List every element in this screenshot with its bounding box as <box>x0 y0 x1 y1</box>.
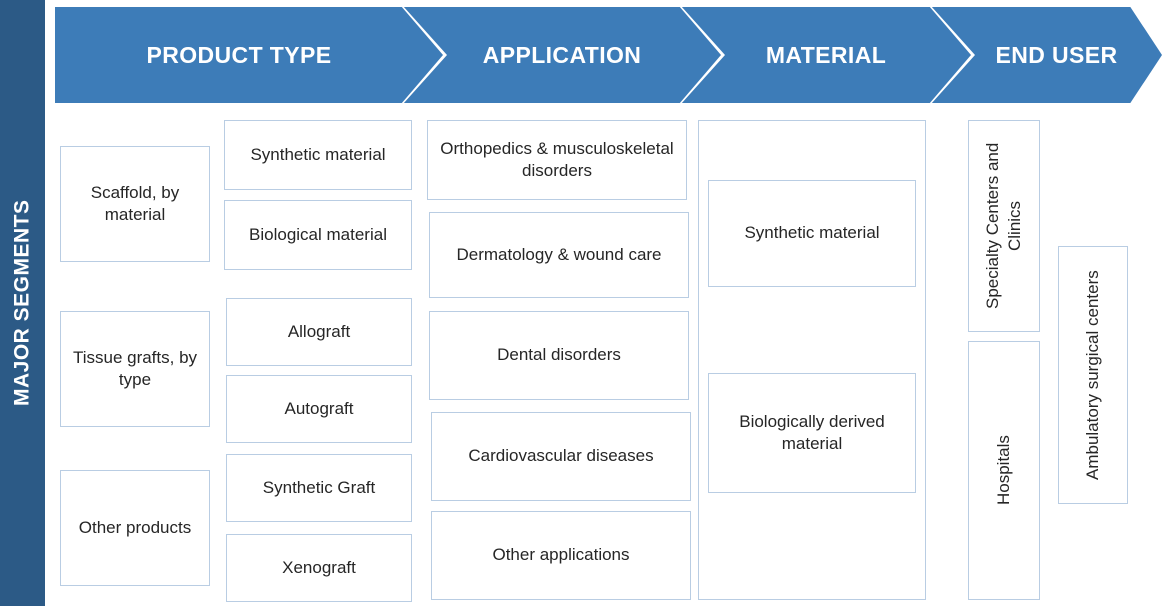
node-label: Biologically derived material <box>739 411 885 453</box>
node-label: Synthetic Graft <box>262 477 376 497</box>
node-material-biologically-derived[interactable]: Biologically derived material <box>708 373 916 493</box>
node-scaffold-by-material[interactable]: Scaffold, by material <box>60 146 210 262</box>
node-label: Synthetic material <box>250 144 386 164</box>
node-label: Specialty Centers and Clinics <box>982 142 1024 310</box>
node-specialty-centers-and-clinics[interactable]: Specialty Centers and Clinics <box>968 120 1040 332</box>
banner-segment-material[interactable]: MATERIAL <box>701 7 951 103</box>
node-other-products[interactable]: Other products <box>60 470 210 586</box>
node-label: Dental disorders <box>497 345 621 365</box>
node-ambulatory-surgical-centers[interactable]: Ambulatory surgical centers <box>1058 246 1128 504</box>
major-segments-sidebar: MAJOR SEGMENTS <box>0 0 45 606</box>
banner-label-product-type: PRODUCT TYPE <box>146 41 332 68</box>
node-label: Other products <box>78 517 192 537</box>
node-tissue-grafts-by-type[interactable]: Tissue grafts, by type <box>60 311 210 427</box>
banner-segment-application[interactable]: APPLICATION <box>423 7 701 103</box>
banner-segment-product-type[interactable]: PRODUCT TYPE <box>55 7 423 103</box>
node-label: Orthopedics & musculoskeletal disorders <box>440 138 674 180</box>
node-cardiovascular-diseases[interactable]: Cardiovascular diseases <box>431 412 691 501</box>
node-label: Biological material <box>249 224 387 244</box>
node-dermatology-wound-care[interactable]: Dermatology & wound care <box>429 212 689 298</box>
node-hospitals[interactable]: Hospitals <box>968 341 1040 600</box>
node-label: Scaffold, by material <box>90 182 180 224</box>
node-biological-material[interactable]: Biological material <box>224 200 412 270</box>
node-label: Xenograft <box>282 557 356 577</box>
banner-label-material: MATERIAL <box>765 41 887 68</box>
node-dental-disorders[interactable]: Dental disorders <box>429 311 689 400</box>
node-autograft[interactable]: Autograft <box>226 375 412 443</box>
node-label: Allograft <box>287 321 351 341</box>
node-synthetic-material[interactable]: Synthetic material <box>224 120 412 190</box>
node-label: Ambulatory surgical centers <box>1082 270 1102 480</box>
node-xenograft[interactable]: Xenograft <box>226 534 412 602</box>
node-label: Cardiovascular diseases <box>468 446 654 466</box>
node-label: Autograft <box>284 398 354 418</box>
node-other-applications[interactable]: Other applications <box>431 511 691 600</box>
node-label: Synthetic material <box>744 223 880 243</box>
banner-segment-end-user[interactable]: END USER <box>951 7 1162 103</box>
node-material-synthetic-material[interactable]: Synthetic material <box>708 180 916 287</box>
banner-label-end-user: END USER <box>995 41 1118 68</box>
node-label: Hospitals <box>993 435 1013 506</box>
segment-banner: PRODUCT TYPE APPLICATION MATERIAL END US… <box>55 6 1162 104</box>
node-label: Other applications <box>492 545 630 565</box>
banner-label-application: APPLICATION <box>482 41 642 68</box>
major-segments-label: MAJOR SEGMENTS <box>10 199 34 407</box>
node-synthetic-graft[interactable]: Synthetic Graft <box>226 454 412 522</box>
node-label: Dermatology & wound care <box>456 244 662 264</box>
node-allograft[interactable]: Allograft <box>226 298 412 366</box>
node-orthopedics-musculoskeletal[interactable]: Orthopedics & musculoskeletal disorders <box>427 120 687 200</box>
node-label: Tissue grafts, by type <box>72 347 198 389</box>
